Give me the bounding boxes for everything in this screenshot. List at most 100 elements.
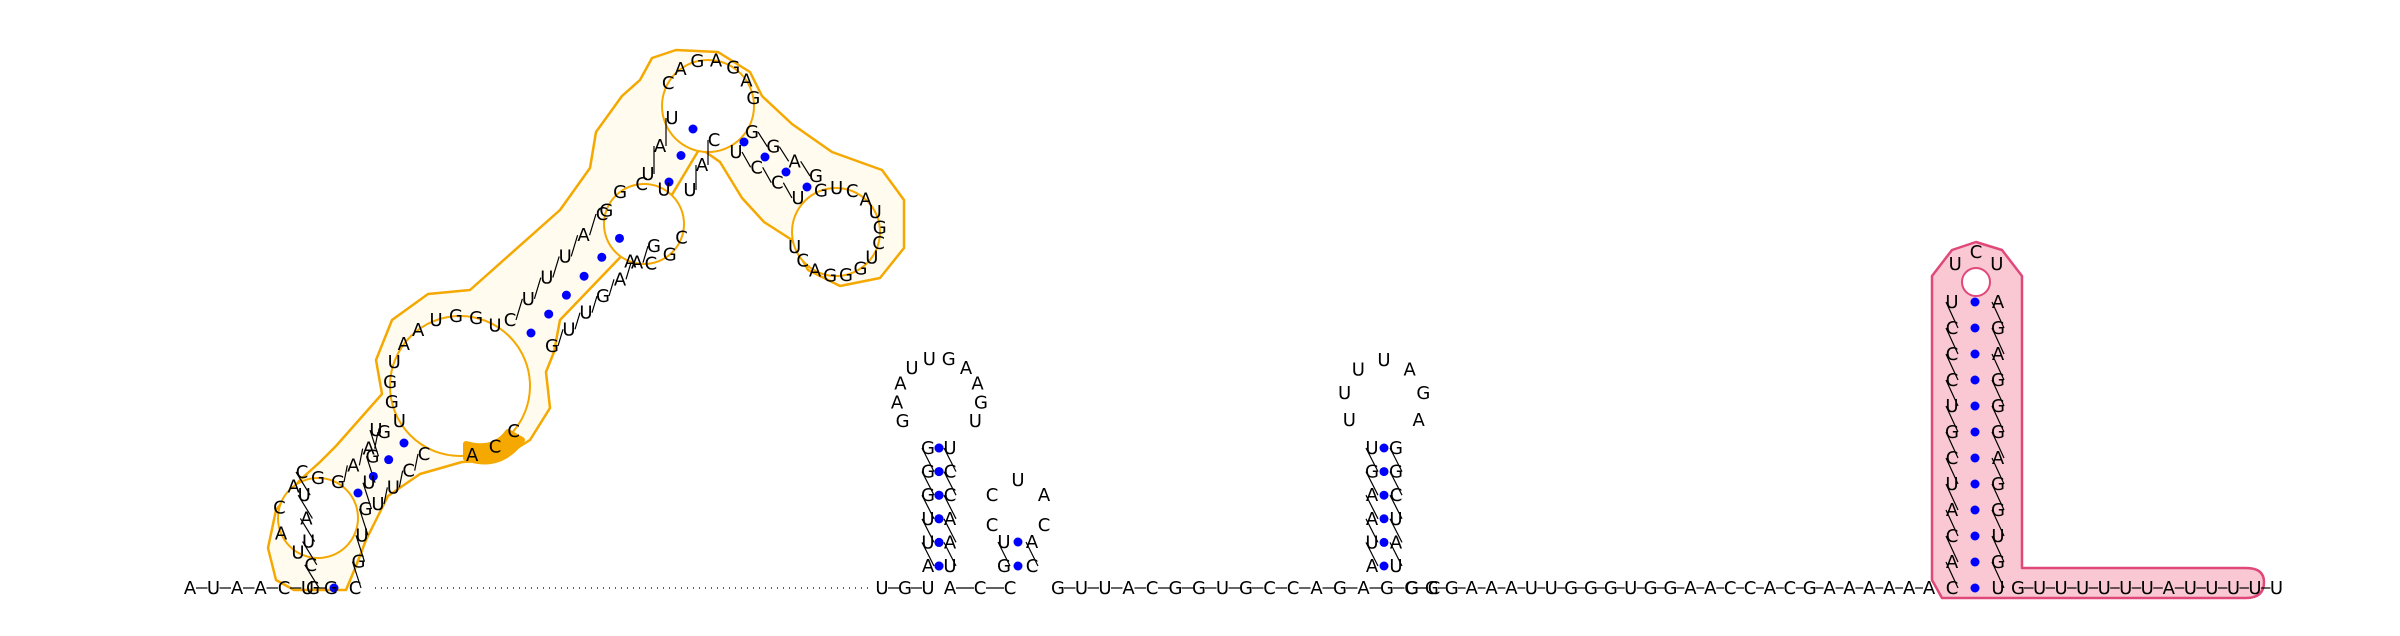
hairpin1-stem-3p-backbone — [943, 542, 957, 567]
hairpin3-stem-5p-backbone — [1365, 471, 1379, 496]
domain1-stem-b-nt: G — [359, 499, 373, 520]
domain1-stem-b-nt: G — [366, 446, 380, 467]
domain1-terminal-loop-nt: C — [846, 181, 859, 202]
base-pair — [597, 252, 607, 262]
hairpin1-loop-nt: A — [971, 373, 984, 394]
base-pair — [1379, 561, 1389, 571]
base-pair — [544, 309, 554, 319]
domain1-upper-b-nt: A — [631, 253, 644, 274]
middle-chain-a-nt: G — [1192, 578, 1206, 599]
hairpin4-stem-5p-nt: G — [1945, 422, 1959, 443]
domain1-top-loop-nt: G — [746, 88, 760, 109]
hairpin3-stem-5p-backbone — [1365, 447, 1379, 472]
hairpin1-stem-3p-nt: U — [943, 438, 956, 459]
hairpin3-stem-3p-nt: G — [1389, 462, 1403, 483]
domain1-stem-b-nt: U — [355, 525, 368, 546]
base-pair — [1970, 453, 1980, 463]
hairpin4-stem-3p-nt: A — [1992, 448, 2005, 469]
three-prime-tail-nt: U — [2141, 578, 2154, 599]
domain1-right-b-nt: C — [771, 173, 784, 194]
domain1-upper-b-nt: G — [545, 336, 559, 357]
hairpin3-loop-nt: G — [1416, 383, 1430, 404]
hairpin3-stem-5p-backbone — [1365, 494, 1379, 520]
hairpin1-stem-3p-backbone — [943, 518, 957, 543]
five-prime-tail-nt: C — [278, 578, 291, 599]
domain1-top-a-nt: U — [641, 164, 654, 185]
domain-1-bottom-loop — [277, 477, 359, 559]
hairpin4-stem-3p-nt: G — [1991, 318, 2005, 339]
middle-chain-b-nt: A — [1883, 578, 1896, 599]
middle-chain-b-nt: A — [1923, 578, 1936, 599]
three-prime-tail-nt: U — [2054, 578, 2067, 599]
domain1-stem-a-nt: U — [302, 532, 315, 553]
hairpin3-stem-3p-nt: C — [1390, 485, 1403, 506]
hairpin4-stem-3p-nt: U — [1991, 526, 2004, 547]
hairpin1-loop-nt: U — [923, 349, 936, 370]
hairpin3-stem-5p-nt: U — [1365, 438, 1378, 459]
hairpin3-loop-nt: A — [1412, 410, 1425, 431]
middle-chain-a-nt: G — [1169, 578, 1183, 599]
base-pair — [1970, 557, 1980, 567]
hairpin3-stem-3p-nt: A — [1390, 532, 1403, 553]
domain1-upper-a-backbone — [533, 277, 542, 299]
base-pair — [329, 583, 339, 593]
domain1-terminal-loop-nt: U — [865, 247, 878, 268]
domain1-stem-b-nt: U — [369, 420, 382, 441]
hairpin2-stem-3p-backbone — [1025, 541, 1039, 567]
hairpin4-stem-3p-nt: G — [1991, 552, 2005, 573]
domain-1-internal-loop — [603, 183, 685, 265]
middle-chain-b-nt: A — [1863, 578, 1876, 599]
middle-chain-a-nt: C — [1287, 578, 1300, 599]
domain1-arm-right-backbone — [414, 453, 419, 471]
hairpin3-stem-3p-backbone — [1389, 494, 1403, 520]
domain1-arm-right-backbone — [398, 470, 404, 488]
domain1-arm-right-nt: C — [402, 461, 415, 482]
domain1-upper-b-backbone — [557, 329, 564, 347]
hairpin4-stem-3p-backbone — [1991, 405, 2005, 433]
hairpin3-stem-3p-backbone — [1389, 542, 1403, 567]
middle-chain-a-nt: U — [1075, 578, 1088, 599]
hairpin3-loop-nt: U — [1343, 410, 1356, 431]
middle-chain-b-nt: G — [1445, 578, 1459, 599]
domain1-top-b-nt: U — [683, 180, 696, 201]
hairpin2-stem-3p-nt: A — [1026, 532, 1039, 553]
middle-chain-b-nt: A — [1903, 578, 1916, 599]
middle-chain-a-nt: A — [1310, 578, 1323, 599]
domain1-upper-a-backbone — [589, 213, 597, 236]
hairpin4-stem-3p-nt: G — [1991, 396, 2005, 417]
domain1-right-b-nt: U — [791, 188, 804, 209]
domain1-terminal-loop-nt: U — [788, 237, 801, 258]
base-pair — [1970, 583, 1980, 593]
domain1-internal-loop-nt: G — [599, 200, 613, 221]
hairpin3-stem-3p-nt: U — [1389, 556, 1402, 577]
base-pair — [526, 328, 536, 338]
three-prime-tail-nt: U — [2184, 578, 2197, 599]
domain1-stem-b-backbone — [358, 508, 369, 536]
domain1-top-loop-nt: A — [710, 51, 723, 72]
domain1-upper-a-nt: U — [540, 268, 553, 289]
domain1-stem-a-backbone — [297, 494, 313, 519]
domain1-terminal-loop-nt: C — [796, 251, 809, 272]
hairpin1-loop-nt: U — [969, 411, 982, 432]
domain1-internal-loop-right-nt: C — [675, 228, 688, 249]
middle-chain-a-nt: C — [1404, 578, 1417, 599]
hairpin4-stem-5p-nt: C — [1946, 448, 1959, 469]
domain1-stem-b-nt: C — [349, 578, 362, 599]
hairpin1-loop-nt: G — [896, 411, 910, 432]
hairpin1-stem-3p-nt: A — [944, 509, 957, 530]
hairpin1-loop-nt: G — [942, 349, 956, 370]
hairpin4-stem-3p-backbone — [1991, 483, 2005, 511]
base-pair — [1970, 401, 1980, 411]
linker-nt: U — [875, 578, 888, 599]
base-pair — [579, 271, 589, 281]
hairpin3-loop-nt: U — [1352, 359, 1365, 380]
middle-chain-a-nt: G — [1333, 578, 1347, 599]
middle-chain-b-nt: A — [1823, 578, 1836, 599]
three-prime-tail-nt: U — [2227, 578, 2240, 599]
domain1-multiloop-nt: U — [393, 411, 406, 432]
hairpin4-stem-3p-nt: A — [1992, 344, 2005, 365]
hairpin4-stem-5p-backbone — [1945, 431, 1959, 459]
hairpin1-stem-3p-backbone — [943, 471, 957, 496]
domain1-highlight-nt: C — [507, 421, 520, 442]
hairpin4-stem-3p-nt: G — [1991, 500, 2005, 521]
